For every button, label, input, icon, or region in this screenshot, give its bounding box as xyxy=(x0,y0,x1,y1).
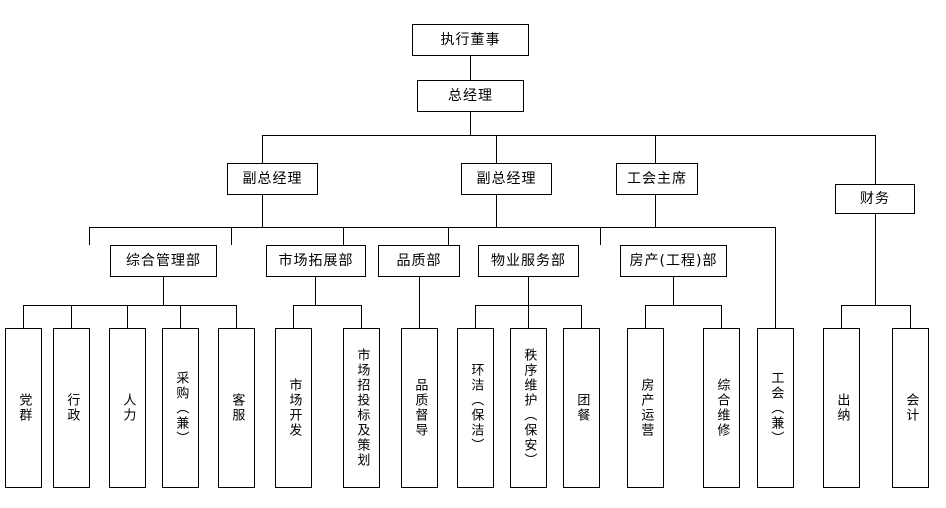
node-dept-general-admin[interactable]: 综合管理部 xyxy=(110,245,217,277)
connector-general-admin-bus xyxy=(23,305,236,306)
node-leaf-order-maintenance[interactable]: 秩序维护（保安） xyxy=(510,328,547,488)
connector-to-cashier xyxy=(841,305,842,328)
node-label: 品质部 xyxy=(396,253,442,269)
node-leaf-human-resources[interactable]: 人力 xyxy=(109,328,146,488)
connector-to-market-development xyxy=(293,305,294,328)
connector-bus-to-finance xyxy=(875,135,876,184)
connector-ed-to-gm xyxy=(470,55,471,80)
node-label: 品质督导 xyxy=(412,378,428,438)
connector-bus-to-union-leaf xyxy=(775,227,776,328)
node-leaf-market-bidding-planning[interactable]: 市场招投标及策划 xyxy=(343,328,380,488)
node-label: 党群 xyxy=(16,393,32,423)
node-label: 财务 xyxy=(860,191,890,207)
connector-to-party-masses xyxy=(23,305,24,328)
node-deputy-gm-2[interactable]: 副总经理 xyxy=(461,163,552,195)
node-dept-market-dev[interactable]: 市场拓展部 xyxy=(266,245,366,277)
connector-bus-to-deputy2 xyxy=(496,135,497,163)
node-leaf-market-development[interactable]: 市场开发 xyxy=(275,328,312,488)
node-label: 副总经理 xyxy=(476,171,537,187)
connector-to-cleaning xyxy=(475,305,476,328)
connector-bus-to-union-chair xyxy=(655,135,656,163)
node-label: 综合管理部 xyxy=(126,253,201,269)
node-leaf-purchasing[interactable]: 采购（兼） xyxy=(162,328,199,488)
connector-deputy1-down xyxy=(262,194,263,227)
node-label: 综合维修 xyxy=(714,378,730,438)
node-deputy-gm-1[interactable]: 副总经理 xyxy=(227,163,318,195)
connector-to-market-bidding xyxy=(361,305,362,328)
node-label: 副总经理 xyxy=(242,171,303,187)
connector-bus-to-realestate-eng xyxy=(600,227,601,245)
connector-gm-down xyxy=(470,111,471,135)
connector-to-purchasing xyxy=(180,305,181,328)
connector-to-realestate-operation xyxy=(645,305,646,328)
node-label: 市场招投标及策划 xyxy=(354,348,370,468)
connector-realestate-eng-down xyxy=(673,277,674,305)
node-general-manager[interactable]: 总经理 xyxy=(417,80,524,112)
node-finance[interactable]: 财务 xyxy=(835,184,915,214)
node-leaf-union[interactable]: 工会（兼） xyxy=(757,328,794,488)
connector-market-dev-bus xyxy=(293,305,361,306)
node-label: 出纳 xyxy=(834,393,850,423)
node-label: 秩序维护（保安） xyxy=(521,348,537,468)
node-label: 人力 xyxy=(120,393,136,423)
connector-bus-to-market-dev xyxy=(231,227,232,245)
connector-to-customer-service xyxy=(236,305,237,328)
connector-general-admin-down xyxy=(163,277,164,305)
connector-finance-down xyxy=(875,213,876,305)
node-label: 客服 xyxy=(229,393,245,423)
node-label: 房产运营 xyxy=(638,378,654,438)
connector-department-bus xyxy=(89,227,776,228)
node-leaf-cashier[interactable]: 出纳 xyxy=(823,328,860,488)
node-leaf-quality-supervision[interactable]: 品质督导 xyxy=(401,328,438,488)
node-label: 房产(工程)部 xyxy=(629,253,718,269)
node-leaf-comprehensive-repair[interactable]: 综合维修 xyxy=(703,328,740,488)
node-leaf-accounting[interactable]: 会计 xyxy=(892,328,929,488)
node-label: 市场拓展部 xyxy=(278,253,354,269)
node-label: 市场开发 xyxy=(286,378,302,438)
connector-bus-to-general-admin xyxy=(89,227,90,245)
node-label: 采购（兼） xyxy=(173,370,189,446)
node-label: 会计 xyxy=(903,393,919,423)
connector-market-dev-down xyxy=(315,277,316,305)
node-dept-realestate-eng[interactable]: 房产(工程)部 xyxy=(620,245,727,277)
node-label: 环洁（保洁） xyxy=(468,363,484,453)
connector-bus-to-property-service xyxy=(448,227,449,245)
node-leaf-realestate-operation[interactable]: 房产运营 xyxy=(627,328,664,488)
connector-to-administration xyxy=(71,305,72,328)
node-label: 总经理 xyxy=(448,88,493,104)
connector-level3-bus xyxy=(262,135,876,136)
connector-bus-to-deputy1 xyxy=(262,135,263,163)
node-leaf-party-masses[interactable]: 党群 xyxy=(5,328,42,488)
connector-to-group-catering xyxy=(581,305,582,328)
connector-quality-down xyxy=(419,277,420,328)
node-dept-quality[interactable]: 品质部 xyxy=(378,245,460,277)
connector-to-order-maintenance xyxy=(528,305,529,328)
node-executive-director[interactable]: 执行董事 xyxy=(412,24,529,56)
node-label: 工会主席 xyxy=(627,171,687,187)
node-union-chairman[interactable]: 工会主席 xyxy=(616,163,698,195)
connector-to-accounting xyxy=(910,305,911,328)
connector-finance-bus xyxy=(841,305,910,306)
connector-bus-to-quality xyxy=(343,227,344,245)
connector-to-comprehensive-repair xyxy=(721,305,722,328)
node-label: 工会（兼） xyxy=(768,370,784,446)
node-leaf-cleaning[interactable]: 环洁（保洁） xyxy=(457,328,494,488)
node-label: 执行董事 xyxy=(440,32,501,48)
node-leaf-customer-service[interactable]: 客服 xyxy=(218,328,255,488)
connector-realestate-eng-bus xyxy=(645,305,721,306)
node-leaf-group-catering[interactable]: 团餐 xyxy=(563,328,600,488)
node-label: 行政 xyxy=(64,393,80,423)
connector-to-human-resources xyxy=(127,305,128,328)
connector-union-chair-down xyxy=(655,194,656,227)
node-label: 物业服务部 xyxy=(491,253,566,269)
connector-property-service-down xyxy=(528,277,529,305)
connector-deputy2-down xyxy=(496,194,497,227)
node-leaf-administration[interactable]: 行政 xyxy=(53,328,90,488)
node-label: 团餐 xyxy=(574,393,590,423)
node-dept-property-service[interactable]: 物业服务部 xyxy=(478,245,579,277)
